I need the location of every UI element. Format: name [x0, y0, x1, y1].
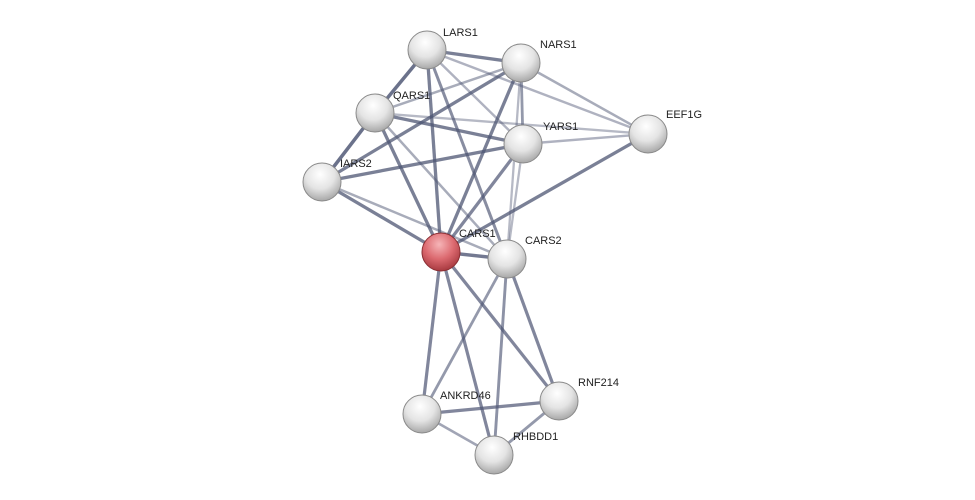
node-label: LARS1 — [443, 27, 478, 39]
edge-qars1-cars1[interactable] — [373, 112, 443, 253]
edge-eef1g-cars1[interactable] — [440, 132, 649, 254]
query-node-circle[interactable] — [421, 232, 461, 272]
edge-iars2-cars1[interactable] — [321, 180, 442, 254]
node-label: RNF214 — [578, 377, 619, 389]
node-label: NARS1 — [540, 39, 577, 51]
node-label: RHBDD1 — [513, 431, 558, 443]
node-label: EEF1G — [666, 109, 702, 121]
node-circle[interactable] — [501, 43, 541, 83]
edge-qars1-yars1[interactable] — [374, 111, 524, 146]
node-qars1[interactable]: QARS1 — [355, 90, 430, 133]
node-iars2[interactable]: IARS2 — [302, 158, 372, 202]
edge-nars1-cars1[interactable] — [439, 62, 523, 253]
node-ankrd46[interactable]: ANKRD46 — [402, 390, 491, 434]
edge-cars1-rnf214[interactable] — [439, 251, 561, 402]
node-rhbdd1[interactable]: RHBDD1 — [474, 431, 558, 475]
edge-cars2-rhbdd1[interactable] — [492, 258, 509, 456]
edge-cars1-rhbdd1[interactable] — [439, 251, 496, 456]
node-circle[interactable] — [402, 394, 442, 434]
node-cars1[interactable]: CARS1 — [421, 228, 496, 272]
edge-yars1-eef1g[interactable] — [522, 132, 649, 146]
edge-iars2-cars2[interactable] — [321, 180, 508, 261]
node-rnf214[interactable]: RNF214 — [539, 377, 619, 421]
node-nars1[interactable]: NARS1 — [501, 39, 577, 83]
node-circle[interactable] — [487, 239, 527, 279]
edge-cars1-ankrd46[interactable] — [420, 251, 443, 415]
node-circle[interactable] — [474, 435, 514, 475]
node-circle[interactable] — [539, 381, 579, 421]
edge-yars1-cars1[interactable] — [439, 143, 525, 253]
edge-lars1-cars1[interactable] — [425, 49, 443, 253]
edge-nars1-qars1[interactable] — [374, 61, 522, 115]
node-circle[interactable] — [355, 93, 395, 133]
edge-qars1-eef1g[interactable] — [374, 111, 649, 136]
node-lars1[interactable]: LARS1 — [407, 27, 478, 70]
edge-iars2-yars1[interactable] — [321, 142, 524, 184]
node-label: CARS2 — [525, 235, 562, 247]
node-label: YARS1 — [543, 121, 578, 133]
edge-lars1-eef1g[interactable] — [426, 48, 649, 136]
node-label: CARS1 — [459, 228, 496, 240]
node-yars1[interactable]: YARS1 — [503, 121, 578, 164]
edge-cars2-rnf214[interactable] — [505, 258, 561, 402]
edge-cars2-ankrd46[interactable] — [420, 258, 509, 415]
node-circle[interactable] — [628, 114, 668, 154]
edge-nars1-eef1g[interactable] — [520, 61, 649, 136]
node-cars2[interactable]: CARS2 — [487, 235, 562, 279]
edge-ankrd46-rnf214[interactable] — [421, 399, 560, 416]
edge-qars1-cars2[interactable] — [374, 112, 508, 260]
edge-lars1-yars1[interactable] — [426, 49, 524, 145]
node-eef1g[interactable]: EEF1G — [628, 109, 702, 154]
node-circle[interactable] — [407, 30, 447, 70]
node-label: QARS1 — [393, 90, 430, 102]
node-circle[interactable] — [503, 124, 543, 164]
node-label: IARS2 — [340, 158, 372, 170]
node-label: ANKRD46 — [440, 390, 491, 402]
node-circle[interactable] — [302, 162, 342, 202]
